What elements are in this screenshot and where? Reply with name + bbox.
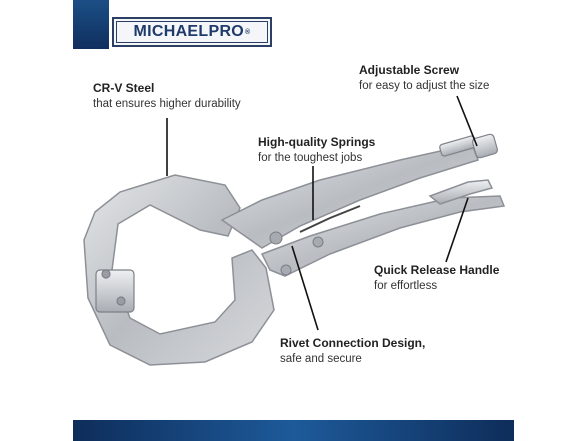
feature-title: Rivet Connection Design, (280, 336, 426, 350)
feature-subtitle: for the toughest jobs (258, 152, 363, 164)
feature-subtitle: for easy to adjust the size (359, 80, 490, 92)
callout-lines (166, 95, 478, 331)
callout-line-screw (456, 95, 478, 147)
feature-rivet-design: Rivet Connection Design, safe and secure (280, 335, 425, 367)
upper-handle (220, 143, 479, 249)
adjustment-screw (439, 133, 498, 159)
brand-logo: MICHAELPRO® (112, 17, 272, 47)
feature-title: Quick Release Handle (374, 263, 500, 277)
swivel-pad (95, 269, 135, 313)
release-lever (428, 179, 494, 205)
feature-subtitle: safe and secure (280, 353, 362, 365)
lower-handle (260, 195, 506, 277)
brand-reg-mark: ® (245, 28, 251, 36)
feature-title: CR-V Steel (93, 81, 155, 95)
feature-springs: High-quality Springs for the toughest jo… (258, 134, 375, 166)
corner-accent (73, 0, 109, 49)
feature-subtitle: for effortless (374, 280, 438, 292)
brand-name: MICHAELPRO (133, 23, 245, 40)
rivets (269, 231, 324, 276)
callout-line-release (445, 197, 469, 263)
spring (299, 205, 361, 233)
callout-line-rivet (291, 245, 319, 331)
feature-title: High-quality Springs (258, 135, 376, 149)
feature-subtitle: that ensures higher durability (93, 98, 241, 110)
bottom-bar (73, 420, 514, 441)
feature-quick-release: Quick Release Handle for effortless (374, 262, 499, 294)
feature-title: Adjustable Screw (359, 63, 460, 77)
feature-adjustable-screw: Adjustable Screw for easy to adjust the … (359, 62, 489, 94)
feature-crv-steel: CR-V Steel that ensures higher durabilit… (93, 80, 241, 112)
